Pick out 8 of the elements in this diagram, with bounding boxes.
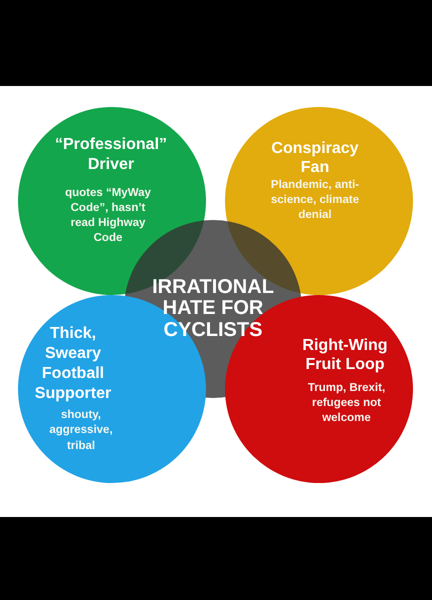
circle-heading: Conspiracy Fan [270,138,360,176]
circle-description: quotes “MyWay Code”, hasn’t read Highway Code [64,186,152,246]
circle-description: Plandemic, anti-science, climate denial [270,178,360,224]
circle-heading: Right-Wing Fruit Loop [301,336,389,374]
circle-heading: “Professional” Driver [54,135,168,175]
circle-description: shouty, aggressive, tribal [48,408,114,454]
circle-description: Trump, Brexit, refugees not welcome [306,380,386,426]
circle-heading: Thick, Sweary Football Supporter [34,324,112,404]
